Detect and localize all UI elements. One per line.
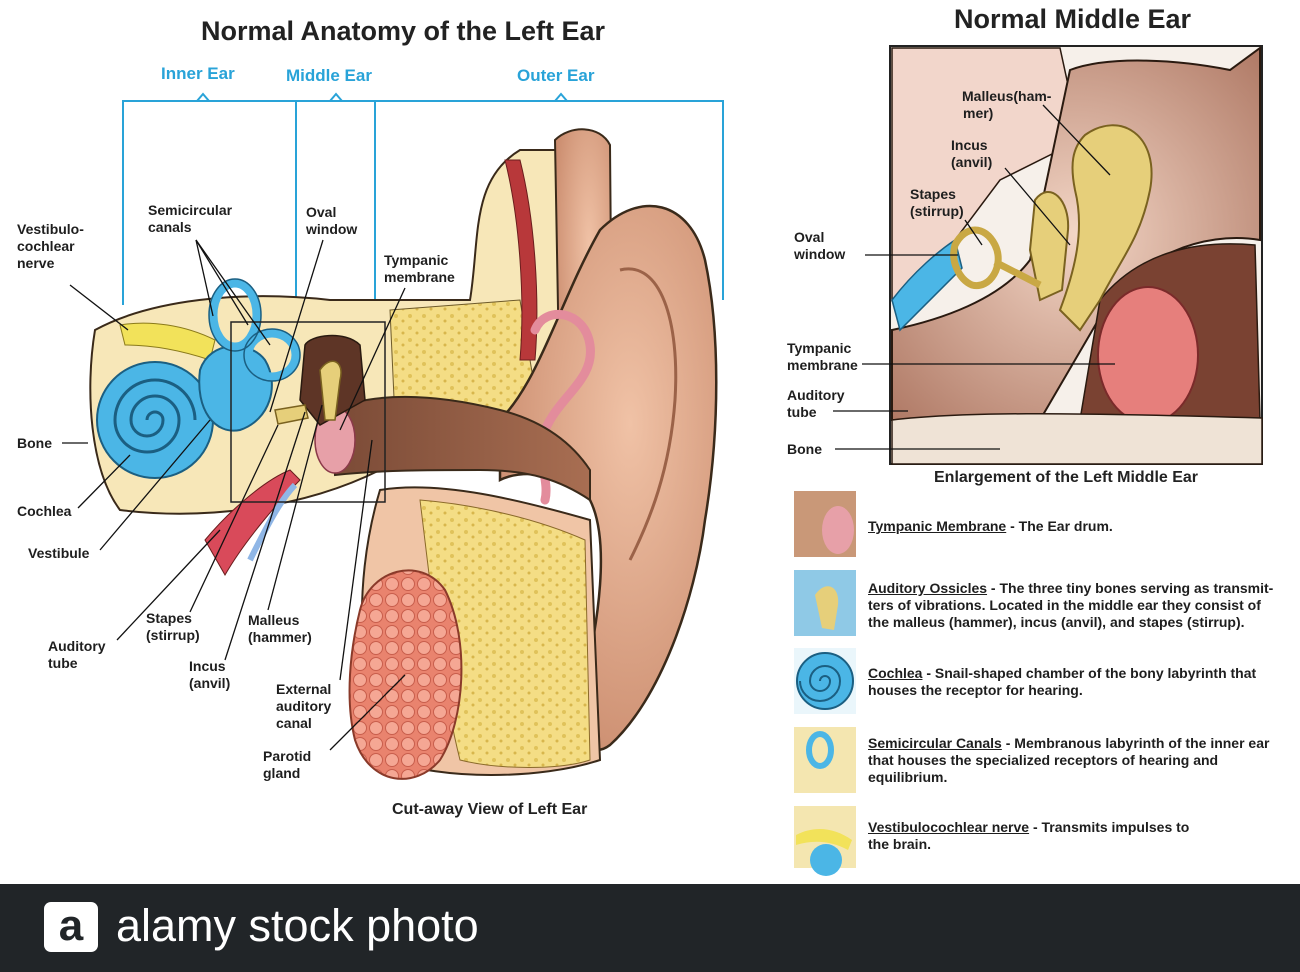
legend-item-cochlea: Cochlea - Snail-shaped chamber of the bo…: [868, 665, 1257, 698]
inset-label-incus: Incus(anvil): [951, 137, 993, 170]
parotid-gland-shape: [348, 569, 463, 780]
watermark-bar: a alamy stock photo: [0, 884, 1300, 972]
watermark-text: alamy stock photo: [116, 900, 479, 951]
legend-term: Semicircular Canals: [868, 735, 1002, 751]
inset-title: Normal Middle Ear: [954, 4, 1192, 34]
legend-item-vestibulocochlear-nerve: Vestibulocochlear nerve - Transmits impu…: [868, 819, 1190, 852]
section-label-outer: Outer Ear: [517, 66, 595, 85]
inset-caption: Enlargement of the Left Middle Ear: [934, 469, 1199, 486]
zoom-box: [230, 321, 386, 503]
ossicles-shape: [274, 360, 342, 425]
label-bone: Bone: [17, 435, 52, 451]
main-title: Normal Anatomy of the Left Ear: [201, 16, 606, 46]
section-bracket: [122, 92, 724, 312]
legend-item-semicircular-canals: Semicircular Canals - Membranous labyrin…: [868, 735, 1270, 785]
muscle-strip: [504, 159, 538, 361]
legend-item-tympanic-membrane: Tympanic Membrane - The Ear drum.: [868, 518, 1113, 534]
watermark-logo: a: [44, 902, 98, 952]
legend-term: Cochlea: [868, 665, 923, 681]
section-label-middle: Middle Ear: [286, 66, 372, 85]
legend-term: Tympanic Membrane: [868, 518, 1007, 534]
vessel-blue: [247, 482, 298, 562]
section-label-inner: Inner Ear: [161, 64, 235, 83]
legend-term: Auditory Ossicles: [868, 580, 988, 596]
ear-canal: [328, 395, 591, 502]
inset-label-stapes: Stapes(stirrup): [910, 186, 964, 219]
ear-illustration: [62, 45, 1263, 876]
legend-thumbnails: [794, 491, 856, 876]
inset-label-malleus: Malleus(ham-mer): [962, 88, 1052, 121]
legend-term: Vestibulocochlear nerve: [868, 819, 1030, 835]
auditory-tube-shape: [204, 469, 301, 577]
leader-lines-inset: [833, 104, 1115, 450]
inset-label-bone: Bone: [787, 441, 822, 457]
label-cochlea: Cochlea: [17, 503, 72, 519]
label-malleus: Malleus(hammer): [248, 612, 312, 645]
auricle-fold: [619, 267, 678, 561]
label-vestibule: Vestibule: [28, 545, 90, 561]
label-stapes: Stapes(stirrup): [146, 610, 200, 643]
label-incus: Incus(anvil): [189, 658, 231, 691]
legend-item-auditory-ossicles: Auditory Ossicles - The three tiny bones…: [868, 580, 1274, 630]
leader-lines-main: [62, 239, 406, 751]
main-caption: Cut-away View of Left Ear: [392, 801, 588, 818]
cochlea-shape: [96, 361, 214, 479]
